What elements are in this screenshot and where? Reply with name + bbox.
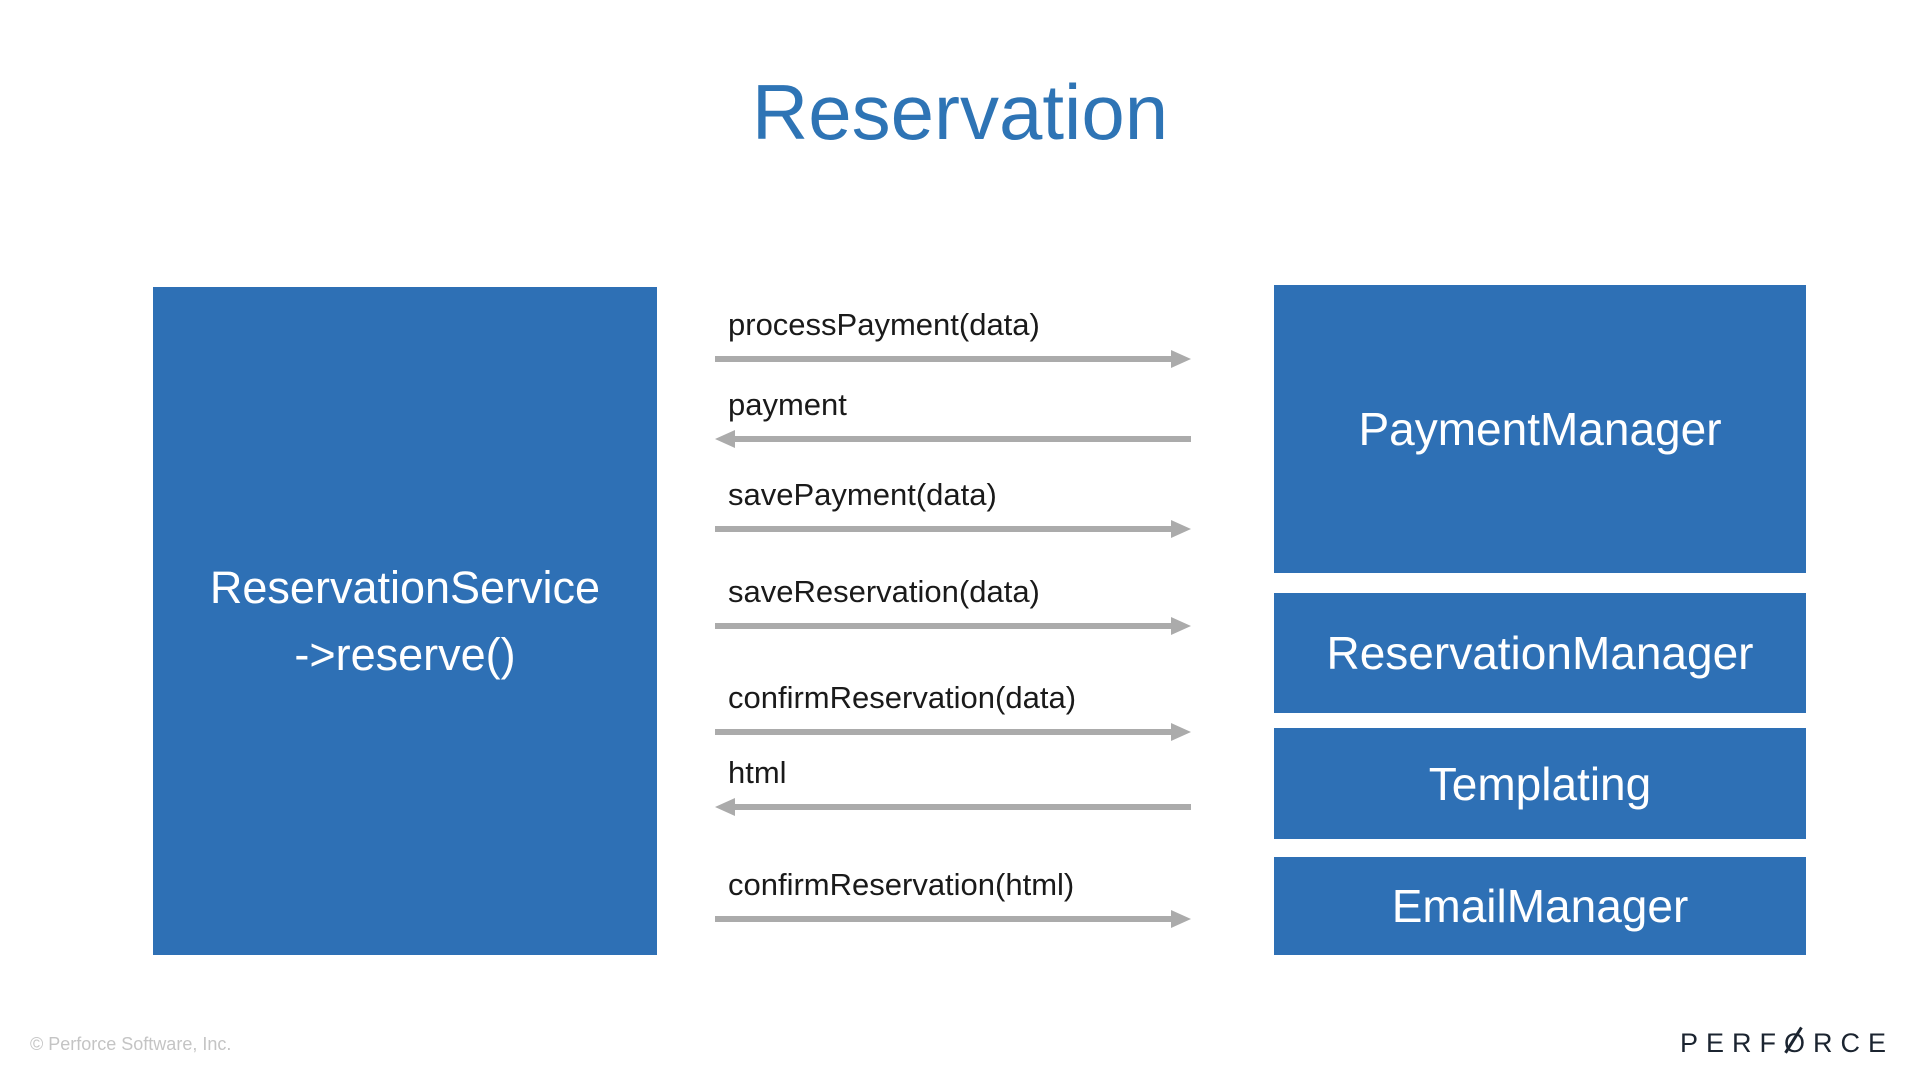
- arrow-right-icon: [715, 349, 1191, 369]
- message-label: confirmReservation(html): [728, 867, 1075, 902]
- message-label: savePayment(data): [728, 477, 997, 512]
- logo-letter: E: [1705, 1028, 1732, 1058]
- page-title: Reservation: [751, 68, 1169, 156]
- logo-letter: C: [1840, 1028, 1868, 1058]
- message-row: processPayment(data): [715, 305, 1191, 369]
- caller-box-line2: ->reserve(): [294, 629, 516, 680]
- reservation-service-box: ReservationService ->reserve(): [153, 287, 657, 955]
- message-row: savePayment(data): [715, 475, 1191, 539]
- logo-letter: F: [1759, 1028, 1784, 1058]
- copyright-text: © Perforce Software, Inc.: [30, 1034, 232, 1054]
- arrow-right-icon: [715, 519, 1191, 539]
- logo-letter: R: [1731, 1028, 1760, 1058]
- message-label: payment: [728, 387, 847, 422]
- arrow-right-icon: [715, 616, 1191, 636]
- logo-slashed-o: O: [1783, 1028, 1813, 1058]
- component-box-paymentmanager: PaymentManager: [1274, 285, 1806, 573]
- message-row: html: [715, 753, 1191, 817]
- message-list: processPayment(data) payment savePayment(d…: [715, 287, 1191, 955]
- arrow-right-icon: [715, 909, 1191, 929]
- component-box-emailmanager: EmailManager: [1274, 857, 1806, 955]
- message-label: saveReservation(data): [728, 574, 1040, 609]
- perforce-logo: PERFORCE: [1680, 1028, 1894, 1059]
- logo-letter: E: [1867, 1028, 1894, 1058]
- caller-box-line1: ReservationService: [209, 561, 601, 613]
- component-box-templating: Templating: [1274, 728, 1806, 839]
- arrow-right-icon: [715, 722, 1191, 742]
- message-label: html: [728, 755, 787, 790]
- message-row: saveReservation(data): [715, 572, 1191, 636]
- message-row: confirmReservation(data): [715, 678, 1191, 742]
- message-row: confirmReservation(html): [715, 865, 1191, 929]
- logo-letter: R: [1812, 1028, 1841, 1058]
- arrow-left-icon: [715, 797, 1191, 817]
- message-label: confirmReservation(data): [728, 680, 1077, 715]
- message-row: payment: [715, 385, 1191, 449]
- component-box-reservationmanager: ReservationManager: [1274, 593, 1806, 713]
- logo-letter: P: [1679, 1028, 1706, 1058]
- arrow-left-icon: [715, 429, 1191, 449]
- message-label: processPayment(data): [728, 307, 1040, 342]
